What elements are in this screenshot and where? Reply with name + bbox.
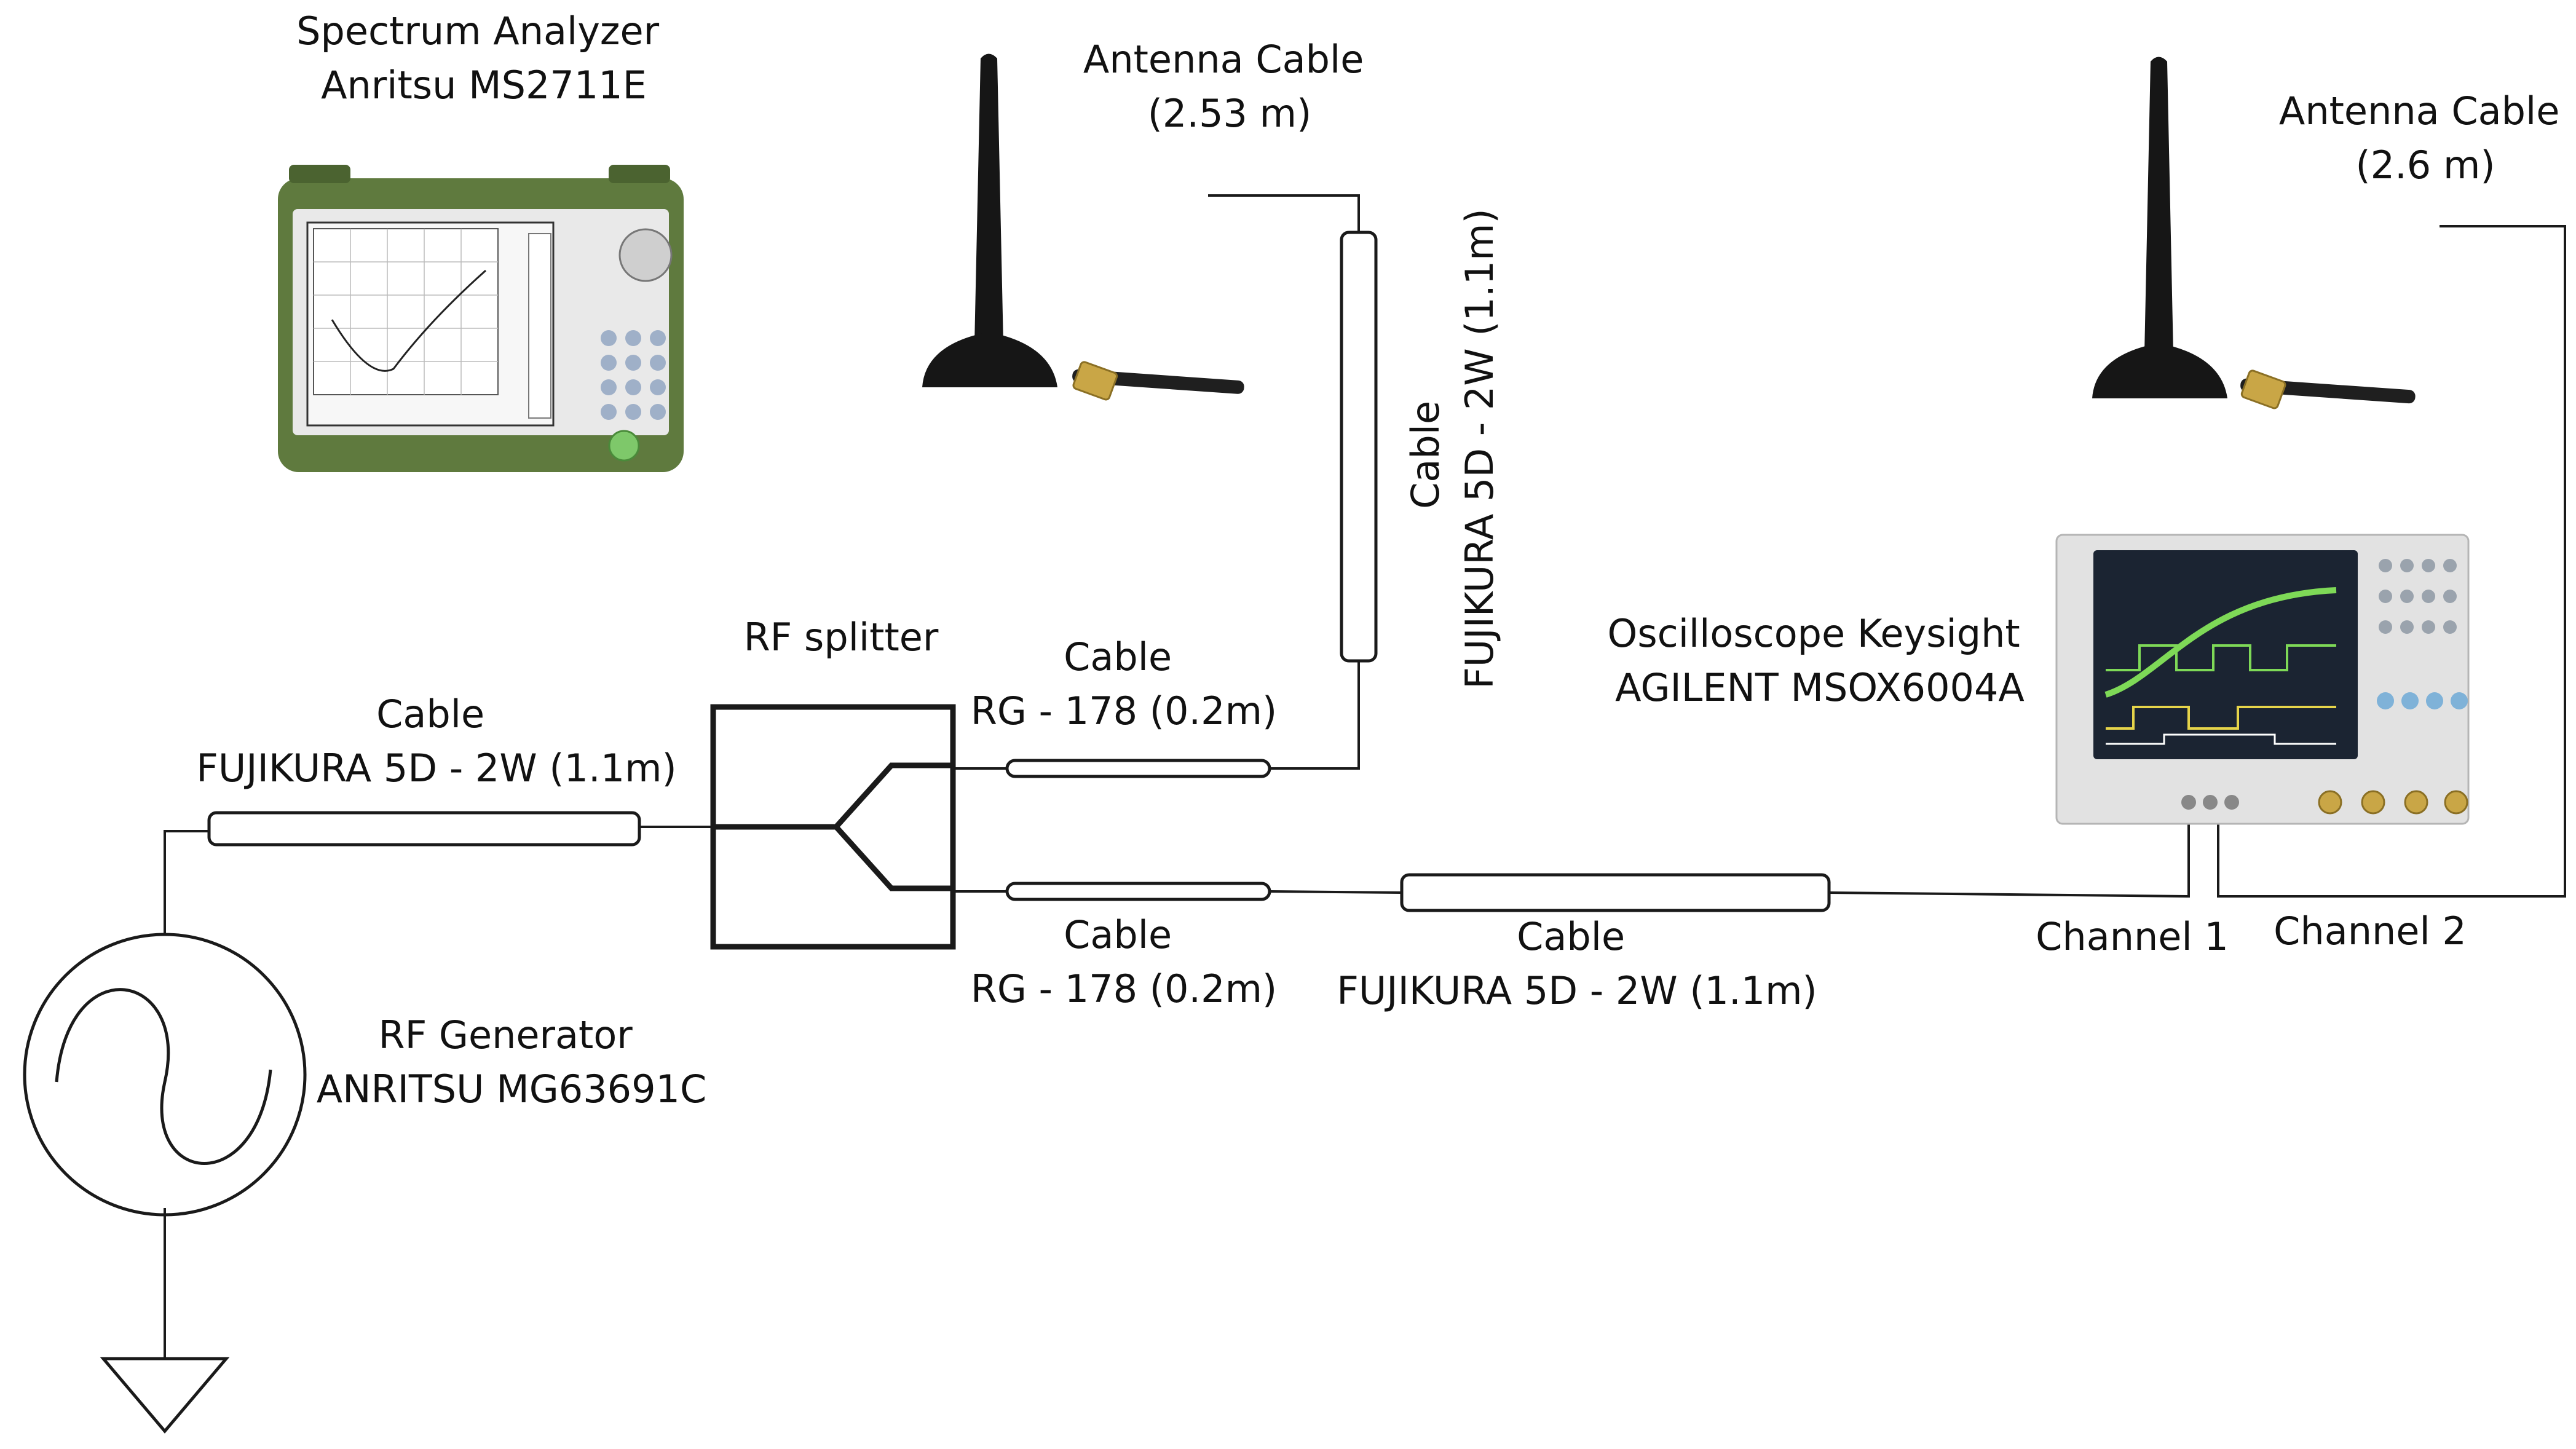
wire-bottom-short-to-long-cable [1269, 890, 1402, 894]
svg-text:RF Generator ANRITSU MG6: RF Generator ANRITSU MG63691C [317, 1013, 707, 1111]
svg-text:Cable RG - 178 (0.2m): Cable RG - 178 (0.2m) [971, 634, 1277, 733]
wire-long-cable-to-channel-1 [1828, 824, 2190, 898]
vertical-cable-spec: FUJIKURA 5D - 2W (1.1m) [1457, 208, 1502, 689]
cables [207, 231, 1831, 912]
wire-top-short-to-vertical-cable [1270, 661, 1360, 770]
top-short-cable-spec: RG - 178 (0.2m) [971, 689, 1277, 733]
top-short-cable-title: Cable [1064, 634, 1172, 679]
cable-bottom-fujikura [1400, 873, 1831, 912]
svg-text:Antenna Cable (2.6 m): Antenna Cable (2.6 m) [2279, 89, 2572, 188]
spectrum-analyzer-device [278, 165, 684, 472]
svg-text:Cable FUJIKURA 5D - 2W (: Cable FUJIKURA 5D - 2W (1.1m) [196, 692, 676, 791]
right-antenna-length: (2.6 m) [2355, 143, 2495, 188]
left-antenna-title: Antenna Cable [1083, 37, 1364, 82]
ground-icon [100, 1357, 230, 1434]
svg-text:Cable FUJIKURA 5D - 2W (: Cable FUJIKURA 5D - 2W (1.1m) [1337, 914, 1817, 1013]
left-antenna-length: (2.53 m) [1148, 91, 1312, 136]
rf-generator-title: RF Generator [378, 1013, 633, 1057]
oscilloscope-device [2055, 534, 2470, 825]
splitter-paths [713, 762, 955, 891]
svg-text:Cable FUJIKURA 5D - 2W: Cable FUJIKURA 5D - 2W (1.1m) [1403, 208, 1502, 689]
wire-vertical-cable-to-left-antenna [1208, 194, 1360, 232]
svg-text:Antenna Cable (2.53 m): Antenna Cable (2.53 m) [1083, 37, 1376, 136]
rf-generator-model: ANRITSU MG63691C [317, 1067, 707, 1111]
wire-generator-to-input-cable [164, 830, 209, 934]
input-cable-spec: FUJIKURA 5D - 2W (1.1m) [196, 746, 676, 791]
ac-source-icon [23, 933, 307, 1217]
right-antenna-title: Antenna Cable [2279, 89, 2559, 133]
svg-text:Spectrum Analyzer Anrits: Spectrum Analyzer Anritsu MS2711E [296, 9, 671, 108]
bottom-short-cable-spec: RG - 178 (0.2m) [971, 966, 1277, 1011]
oscilloscope-model: AGILENT MSOX6004A [1615, 665, 2025, 710]
vertical-cable-title: Cable [1403, 401, 1448, 509]
wires [164, 194, 2566, 1359]
labels: Spectrum Analyzer Anritsu MS2711E Antenn… [196, 9, 2572, 1111]
magnetic-antenna-icon [922, 53, 1244, 401]
magnetic-antenna-icon-right [2092, 57, 2416, 409]
cable-vertical-fujikura [1340, 231, 1378, 663]
spectrum-analyzer-model: Anritsu MS2711E [321, 63, 647, 108]
cable-input-fujikura [207, 811, 641, 847]
cable-bottom-rg178 [1005, 882, 1271, 901]
bottom-short-cable-title: Cable [1064, 912, 1172, 957]
rf-splitter [710, 704, 956, 950]
input-cable-title: Cable [376, 692, 484, 736]
cable-top-rg178 [1005, 759, 1271, 778]
bottom-long-cable-spec: FUJIKURA 5D - 2W (1.1m) [1337, 968, 1817, 1013]
svg-text:Cable RG - 178 (0.2m): Cable RG - 178 (0.2m) [971, 912, 1277, 1011]
svg-text:Oscilloscope Keysight AG: Oscilloscope Keysight AGILENT MSOX6004A [1608, 611, 2033, 710]
channel-2-label: Channel 2 [2274, 909, 2467, 953]
spectrum-analyzer-title: Spectrum Analyzer [296, 9, 659, 53]
wire-channel-2-to-right-antenna [2217, 225, 2566, 898]
bottom-long-cable-title: Cable [1517, 914, 1625, 959]
channel-1-label: Channel 1 [2036, 914, 2229, 959]
rf-splitter-label: RF splitter [744, 615, 939, 660]
oscilloscope-title: Oscilloscope Keysight [1608, 611, 2020, 656]
